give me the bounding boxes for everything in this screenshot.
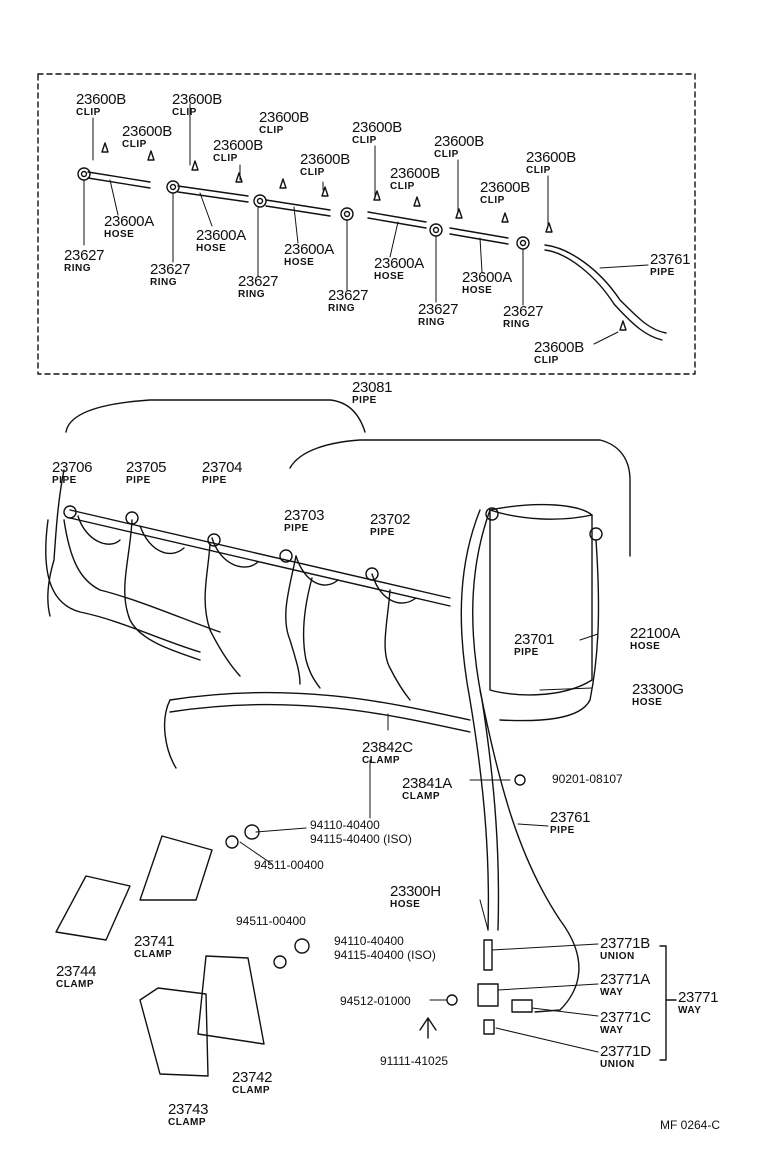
- return-line-bundle: [163, 509, 600, 1013]
- ref-94115-40400-iso: 94115-40400 (ISO): [310, 832, 412, 846]
- ref-94110-40400: 94110-40400: [334, 934, 404, 948]
- ref-94110-40400: 94110-40400: [310, 818, 380, 832]
- leakoff-hose-chain: [77, 167, 667, 341]
- subassembly-frame: [37, 73, 696, 375]
- ref-94511-00400: 94511-00400: [236, 914, 306, 928]
- injection-pipes: [45, 509, 451, 701]
- ref-94115-40400-iso: 94115-40400 (ISO): [334, 948, 436, 962]
- ref-94512-01000: 94512-01000: [340, 994, 411, 1008]
- diagram-code: MF 0264-C: [660, 1118, 721, 1132]
- ref-90201-08107: 90201-08107: [552, 772, 623, 786]
- ref-91111-41025: 91111-41025: [380, 1054, 449, 1068]
- fuel-filter: [485, 503, 603, 696]
- injector-nozzles: [63, 505, 417, 604]
- fittings: [419, 939, 677, 1061]
- clamp-parts: [55, 835, 265, 1077]
- engine-outline: [47, 399, 631, 617]
- ref-94511-00400: 94511-00400: [254, 858, 324, 872]
- top-clip-icons: [101, 142, 627, 331]
